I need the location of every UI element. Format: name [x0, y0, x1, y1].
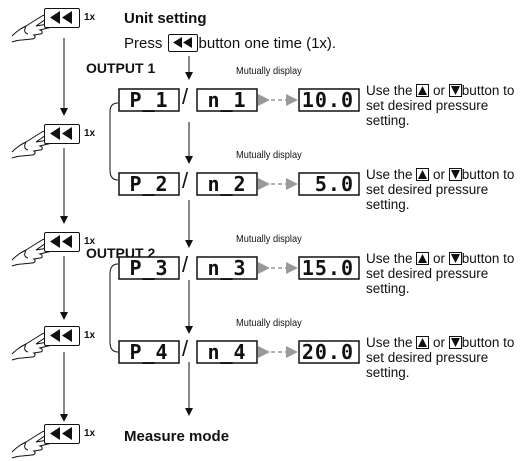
display-separator: / [182, 252, 189, 277]
svg-text:20.0: 20.0 [302, 340, 354, 364]
press-count-label: 1x [84, 330, 96, 341]
value-display: 20.0 [298, 340, 360, 364]
p-code-display: P_3 [118, 256, 180, 280]
pointing-hand-icon [11, 238, 51, 267]
mutually-display-label: Mutually display [236, 317, 302, 329]
value-display: 15.0 [298, 256, 360, 280]
up-triangle-icon [416, 168, 430, 181]
n-code-display: n_1 [196, 88, 258, 112]
pointing-hand-icon [11, 430, 51, 459]
press-count-label: 1x [84, 12, 96, 23]
display-separator: / [182, 168, 189, 193]
pointing-hand-icon [11, 14, 51, 43]
up-triangle-icon [416, 252, 430, 265]
press-step-1: 1x [8, 4, 104, 43]
rewind-button-icon [44, 8, 80, 28]
svg-text:5.0: 5.0 [315, 172, 354, 196]
down-triangle-icon [448, 252, 462, 265]
svg-text:P_1: P_1 [129, 88, 168, 112]
rewind-button-icon [167, 34, 198, 52]
svg-text:15.0: 15.0 [302, 256, 354, 280]
value-display: 5.0 [298, 172, 360, 196]
svg-text:n_4: n_4 [207, 340, 246, 364]
pointing-hand-icon [11, 130, 51, 159]
svg-text:n_1: n_1 [207, 88, 246, 112]
pressure-instruction: Use the or button to set desired pressur… [366, 335, 515, 380]
mutually-display-label: Mutually display [236, 233, 302, 245]
up-triangle-icon [416, 336, 430, 349]
rewind-button-icon [44, 424, 80, 444]
press-step-4: 1x [8, 322, 104, 361]
up-triangle-icon [416, 84, 430, 97]
press-step-5: 1x [8, 420, 104, 459]
rewind-button-icon [44, 124, 80, 144]
down-triangle-icon [448, 84, 462, 97]
group-bracket-2 [109, 263, 119, 353]
pressure-instruction: Use the or button to set desired pressur… [366, 251, 515, 296]
press-count-label: 1x [84, 128, 96, 139]
n-code-display: n_4 [196, 340, 258, 364]
p-code-display: P_4 [118, 340, 180, 364]
down-triangle-icon [448, 168, 462, 181]
press-prefix: Press [124, 35, 163, 52]
press-count-label: 1x [84, 428, 96, 439]
mutually-display-label: Mutually display [236, 149, 302, 161]
pointing-hand-icon [11, 332, 51, 361]
down-triangle-icon [448, 336, 462, 349]
svg-text:n_3: n_3 [207, 256, 246, 280]
press-step-2: 1x [8, 120, 104, 159]
press-instruction: Press button one time (1x). [124, 34, 336, 52]
svg-text:10.0: 10.0 [302, 88, 354, 112]
svg-text:P_3: P_3 [129, 256, 168, 280]
n-code-display: n_2 [196, 172, 258, 196]
output-1-label: OUTPUT 1 [86, 60, 156, 76]
n-code-display: n_3 [196, 256, 258, 280]
pressure-instruction: Use the or button to set desired pressur… [366, 83, 515, 128]
mutually-display-label: Mutually display [236, 65, 302, 77]
press-step-3: 1x [8, 228, 104, 267]
svg-text:P_4: P_4 [129, 340, 168, 364]
display-separator: / [182, 336, 189, 361]
unit-setting-title: Unit setting [124, 10, 207, 27]
value-display: 10.0 [298, 88, 360, 112]
measure-mode-label: Measure mode [124, 428, 230, 445]
pressure-instruction: Use the or button to set desired pressur… [366, 167, 515, 212]
group-bracket-1 [109, 102, 119, 181]
svg-text:n_2: n_2 [207, 172, 246, 196]
rewind-button-icon [44, 232, 80, 252]
p-code-display: P_2 [118, 172, 180, 196]
press-count-label: 1x [84, 236, 96, 247]
press-suffix: button one time (1x). [198, 35, 337, 52]
display-separator: / [182, 84, 189, 109]
rewind-button-icon [44, 326, 80, 346]
svg-text:P_2: P_2 [129, 172, 168, 196]
p-code-display: P_1 [118, 88, 180, 112]
